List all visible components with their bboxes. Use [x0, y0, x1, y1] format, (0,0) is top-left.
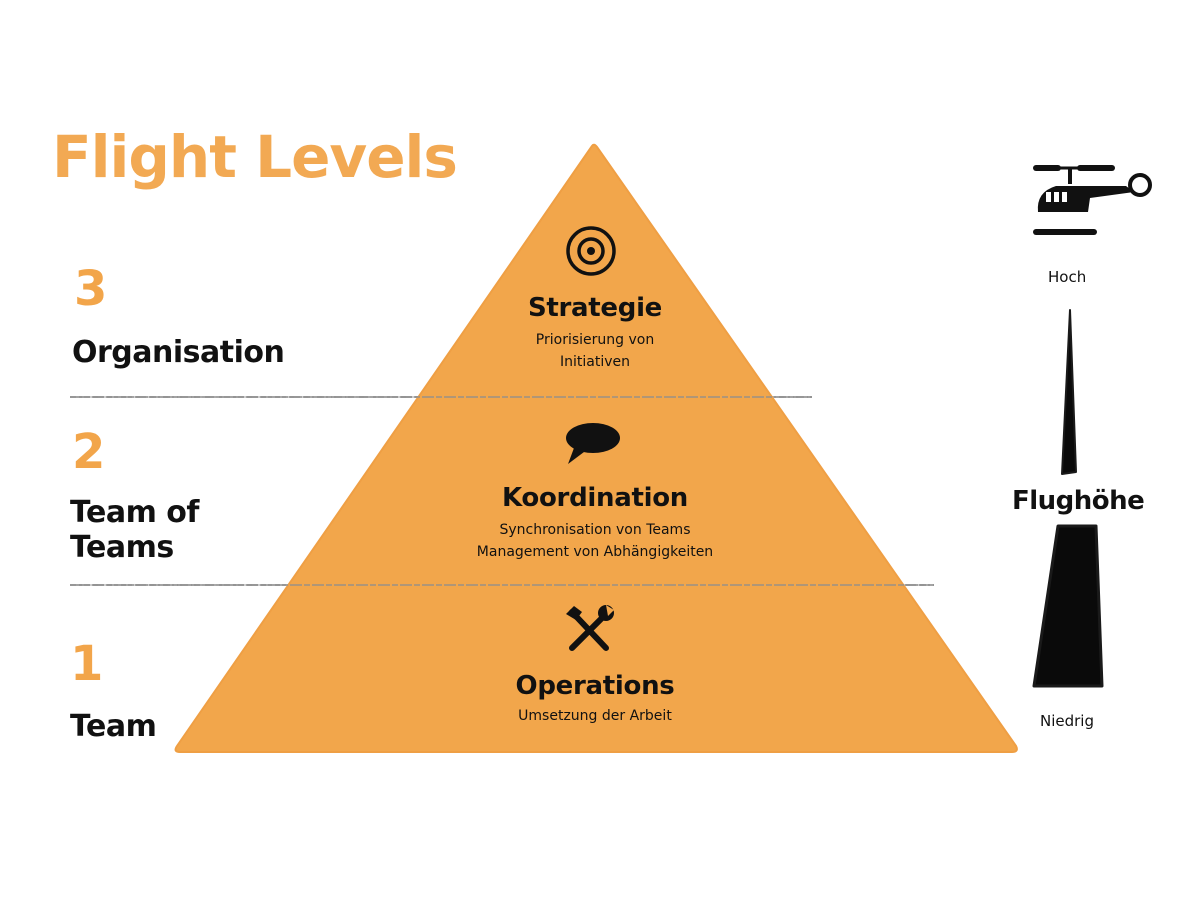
level-1-name: Team: [70, 709, 157, 745]
level-name-line: Team of: [70, 495, 199, 530]
section-description: Synchronisation von Teams Management von…: [430, 519, 760, 564]
level-1-label: 1: [70, 640, 103, 688]
section-title: Operations: [515, 671, 675, 701]
diagram-title: Flight Levels: [52, 123, 458, 191]
helicopter-icon: [1033, 165, 1152, 235]
section-description: Umsetzung der Arbeit: [470, 705, 720, 727]
section-strategie: Strategie Priorisierung von Initiativen: [470, 294, 720, 373]
section-description: Priorisierung von Initiativen: [470, 329, 720, 374]
hammer-wrench-icon: [566, 605, 614, 651]
section-koordination: Koordination Synchronisation von Teams M…: [430, 484, 760, 563]
level-number: 1: [70, 636, 104, 692]
target-icon: [566, 226, 616, 276]
level-3-name: Organisation: [72, 335, 285, 371]
altitude-scale-icon: [1032, 309, 1104, 688]
description-line: Management von Abhängigkeiten: [476, 543, 714, 560]
description-line: Priorisierung von: [535, 331, 655, 348]
description-line: Synchronisation von Teams: [499, 521, 691, 538]
level-3-label: 3: [74, 265, 107, 313]
altitude-axis-label: Flughöhe: [1012, 486, 1145, 516]
level-number: 3: [74, 261, 108, 317]
level-number: 2: [72, 424, 106, 480]
altitude-high-label: Hoch: [1048, 268, 1087, 286]
section-operations: Operations Umsetzung der Arbeit: [470, 672, 720, 727]
level-2-name: Team of Teams: [70, 495, 199, 565]
speech-bubble-icon: [566, 423, 620, 464]
level-name-line: Teams: [70, 529, 174, 565]
level-name-line: Organisation: [72, 335, 285, 370]
section-title: Koordination: [502, 483, 688, 513]
section-title: Strategie: [527, 293, 663, 323]
description-line: Initiativen: [560, 353, 630, 370]
level-2-label: 2: [72, 428, 105, 476]
altitude-low-label: Niedrig: [1040, 712, 1094, 730]
description-line: Umsetzung der Arbeit: [518, 707, 672, 724]
level-name-line: Team: [70, 709, 157, 744]
